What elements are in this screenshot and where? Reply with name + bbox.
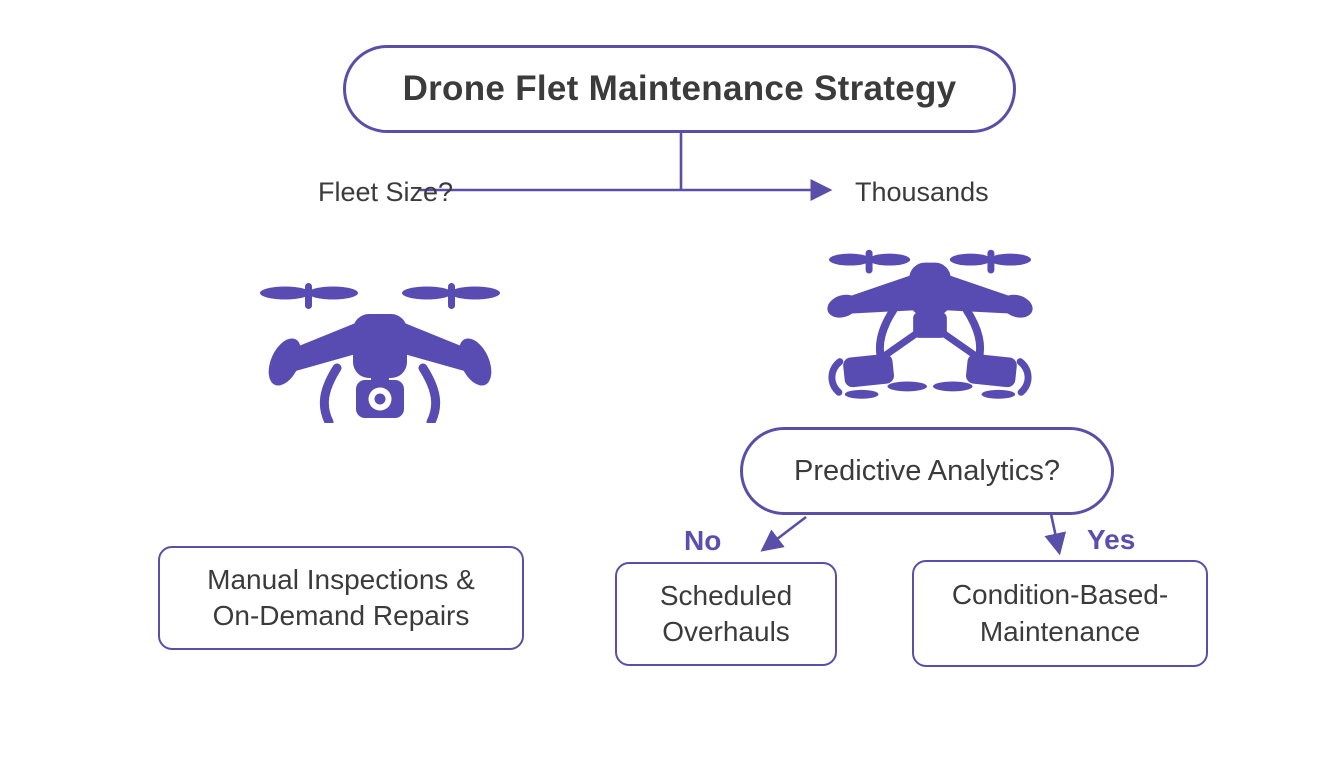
decision-label: Predictive Analytics?: [794, 454, 1060, 487]
outcome-scheduled-overhauls: Scheduled Overhauls: [615, 562, 837, 666]
outcome-manual-inspections: Manual Inspections & On-Demand Repairs: [158, 546, 524, 650]
page-title: Drone Flet Maintenance Strategy: [402, 69, 957, 108]
outcome-condition-based-maintenance: Condition-Based- Maintenance: [912, 560, 1208, 667]
drone-camera-icon: [260, 283, 500, 423]
fleet-size-label: Fleet Size?: [318, 177, 454, 207]
edge-label-no: No: [684, 525, 722, 556]
drone-scanner-icon: [827, 249, 1033, 399]
title-node: Drone Flet Maintenance Strategy: [343, 45, 1016, 133]
edge-no-arrow: [760, 515, 807, 552]
decision-node: Predictive Analytics?: [740, 427, 1114, 515]
edge-label-yes: Yes: [1087, 524, 1136, 555]
edge-yes-arrow: [1044, 513, 1067, 556]
thousands-label: Thousands: [855, 177, 989, 207]
